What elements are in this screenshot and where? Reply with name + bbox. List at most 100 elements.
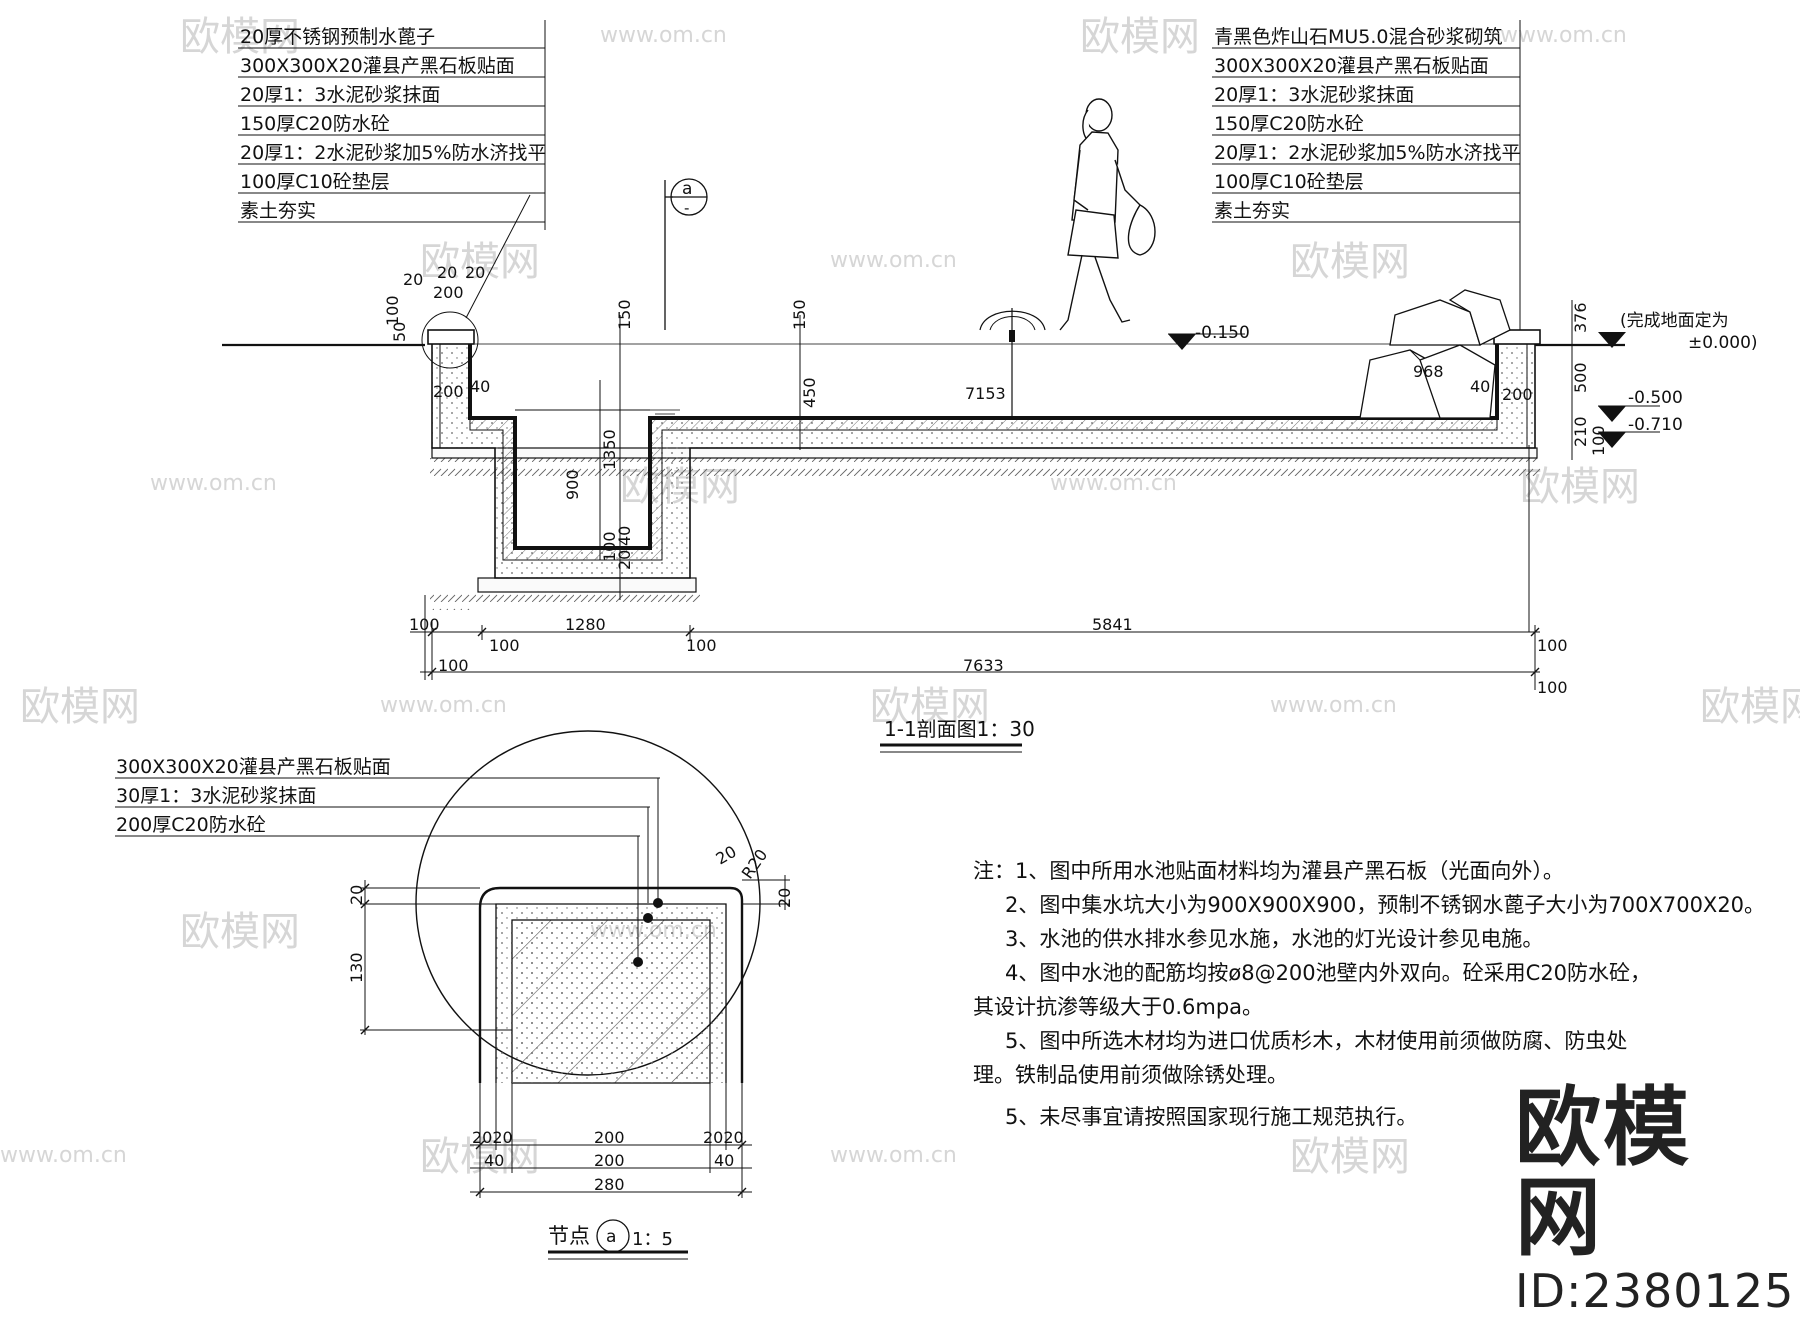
brand-logo-text: 欧模网 <box>1515 1078 1691 1268</box>
dim-label: 40 <box>1470 377 1490 396</box>
watermark-site: www.om.cn <box>1270 693 1397 718</box>
dim-label: 2020 <box>703 1128 744 1147</box>
drawing-canvas: 欧模网 www.om.cn 欧模网 www.om.cn 欧模网 www.om.c… <box>0 14 1800 1260</box>
dim-label: 130 <box>347 952 366 983</box>
dim-label: 50 <box>390 322 409 342</box>
dim-label: 1350 <box>600 429 619 470</box>
watermark-brand: 欧模网 <box>870 684 990 730</box>
dim-label: 7633 <box>963 656 1004 675</box>
dim-label: 40 <box>470 377 490 396</box>
section-right-callout: 素土夯实 <box>1214 200 1290 222</box>
dim-label: 100 <box>686 636 717 655</box>
section-dim-lines <box>410 300 1573 690</box>
watermark-layer: 欧模网 www.om.cn 欧模网 www.om.cn 欧模网 www.om.c… <box>0 14 1800 1180</box>
dim-label: 450 <box>800 377 819 408</box>
dim-label: 200 <box>433 382 464 401</box>
dim-label: 376 <box>1571 302 1590 333</box>
dim-label: 210 <box>1571 416 1590 447</box>
section-right-callout: 100厚C10砼垫层 <box>1214 171 1364 193</box>
watermark-brand: 欧模网 <box>1080 14 1200 60</box>
watermark-site: www.om.cn <box>150 471 277 496</box>
section-left-callout: 素土夯实 <box>240 200 316 222</box>
detail-callout: 200厚C20防水砼 <box>116 814 266 836</box>
finish-level-note: (完成地面定为 <box>1620 311 1729 331</box>
dim-label: 5841 <box>1092 615 1133 634</box>
detail-a-drawing <box>115 730 790 1198</box>
dim-label: 100 <box>1537 678 1568 697</box>
dim-label: 20 <box>775 888 794 908</box>
dim-label: R20 <box>738 846 772 883</box>
section-left-callout: 150厚C20防水砼 <box>240 113 390 135</box>
watermark-site: www.om.cn <box>600 23 727 48</box>
dim-label: 1280 <box>565 615 606 634</box>
dim-label: 150 <box>790 299 809 330</box>
watermark-site: www.om.cn <box>0 1143 127 1168</box>
dim-label: 100 <box>383 295 402 326</box>
section-right-callout: 150厚C20防水砼 <box>1214 113 1364 135</box>
watermark-brand: 欧模网 <box>20 684 140 730</box>
section-title: 1-1剖面图1：30 <box>884 717 1035 741</box>
section-left-callout: 300X300X20灌县产黑石板贴面 <box>240 55 515 77</box>
dim-label: 200 <box>594 1151 625 1170</box>
dim-label: 200 <box>433 283 464 302</box>
pool-section <box>222 98 1660 610</box>
watermark-site: www.om.cn <box>830 248 957 273</box>
elevation-water: -0.150 <box>1195 323 1250 343</box>
watermark-site: www.om.cn <box>830 1143 957 1168</box>
section-left-callout: 20厚1：3水泥砂浆抹面 <box>240 84 440 106</box>
dim-label: 100 <box>1537 636 1568 655</box>
detail-ref-letter: a <box>682 179 692 199</box>
section-right-callout: 20厚1：3水泥砂浆抹面 <box>1214 84 1414 106</box>
dim-label: 500 <box>1571 362 1590 393</box>
dim-label: 150 <box>615 299 634 330</box>
dim-label: 100 <box>600 531 619 562</box>
dim-label: 968 <box>1413 362 1444 381</box>
watermark-brand: 欧模网 <box>180 14 300 60</box>
dim-label: 40 <box>484 1151 504 1170</box>
note-6: 5、未尽事宜请按照国家现行施工规范执行。 <box>1005 1105 1418 1129</box>
finish-level-note: ±0.000) <box>1688 333 1758 353</box>
section-left-callout: 20厚不锈钢预制水蓖子 <box>240 26 435 48</box>
note-2: 2、图中集水坑大小为900X900X900，预制不锈钢水蓖子大小为700X700… <box>1005 893 1766 917</box>
watermark-brand: 欧模网 <box>1290 239 1410 285</box>
dim-label: 20 <box>713 842 740 869</box>
dim-label: 20 <box>437 263 457 282</box>
dim-label: 900 <box>563 469 582 500</box>
detail-ref-sub: - <box>684 199 689 217</box>
detail-title-scale: 1：5 <box>632 1229 673 1250</box>
watermark-brand: 欧模网 <box>420 239 540 285</box>
dim-label: 20 <box>403 270 423 289</box>
watermark-brand-block: 欧模网 ID:2380125 <box>1515 1078 1795 1319</box>
human-scale-figure <box>1059 98 1156 331</box>
dim-label: 200 <box>594 1128 625 1147</box>
elevation-bottom: -0.500 <box>1628 388 1683 408</box>
watermark-brand: 欧模网 <box>1700 684 1800 730</box>
section-right-callout: 青黑色炸山石MU5.0混合砂浆砌筑 <box>1214 26 1503 48</box>
elevation-base: -0.710 <box>1628 415 1683 435</box>
dim-label: 40 <box>615 526 634 546</box>
note-5: 5、图中所选木材均为进口优质杉木，木材使用前须做防腐、防虫处理。铁制品使用前须做… <box>973 1029 1628 1087</box>
detail-callout: 30厚1：3水泥砂浆抹面 <box>116 785 316 807</box>
dim-label: 100 <box>1589 425 1608 456</box>
brand-id: ID:2380125 <box>1515 1264 1795 1318</box>
section-right-callout: 20厚1：2水泥砂浆加5%防水济找平 <box>1214 142 1521 164</box>
note-3: 3、水池的供水排水参见水施，水池的灯光设计参见电施。 <box>1005 927 1544 951</box>
watermark-brand: 欧模网 <box>1290 1134 1410 1180</box>
detail-callout: 300X300X20灌县产黑石板贴面 <box>116 756 391 778</box>
note-4: 4、图中水池的配筋均按ø8@200池壁内外双向。砼采用C20防水砼，其设计抗渗等… <box>973 961 1652 1019</box>
dim-label: 100 <box>409 615 440 634</box>
section-right-callout: 300X300X20灌县产黑石板贴面 <box>1214 55 1489 77</box>
dim-label: 280 <box>594 1175 625 1194</box>
note-1: 注：1、图中所用水池贴面材料均为灌县产黑石板（光面向外）。 <box>973 859 1564 883</box>
section-left-callouts <box>238 20 546 319</box>
dim-label: 200 <box>1502 385 1533 404</box>
dim-label: 20 <box>347 885 366 905</box>
detail-title-ref: a <box>606 1227 616 1247</box>
detail-ref-symbol <box>421 178 708 369</box>
watermark-site: www.om.cn <box>380 693 507 718</box>
section-right-callouts <box>1212 20 1521 330</box>
dim-label: 7153 <box>965 384 1006 403</box>
watermark-site: www.om.cn <box>1500 23 1627 48</box>
detail-title-prefix: 节点 <box>548 1224 590 1248</box>
dim-label: 20 <box>465 263 485 282</box>
